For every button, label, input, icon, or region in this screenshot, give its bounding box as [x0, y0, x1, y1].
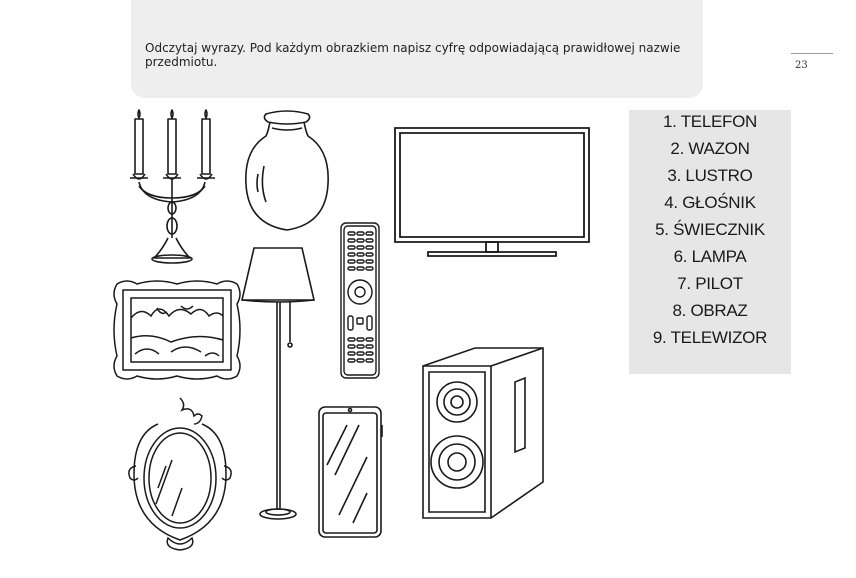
- word-item-8: 8. OBRAZ: [672, 301, 748, 320]
- word-item-1: 1. TELEFON: [663, 112, 757, 131]
- word-item-2: 2. WAZON: [670, 139, 750, 158]
- word-item-7: 7. PILOT: [677, 274, 743, 293]
- instruction-line-1: Odczytaj wyrazy. Pod każdym obrazkiem na…: [145, 41, 681, 55]
- vase-icon: [244, 110, 330, 232]
- candelabra-icon: [126, 108, 222, 268]
- page-number: 23: [795, 60, 808, 71]
- floor-lamp-icon: [240, 246, 316, 526]
- word-item-5: 5. ŚWIECZNIK: [655, 220, 765, 239]
- word-item-4: 4. GŁOŚNIK: [664, 193, 756, 212]
- instruction-box: Odczytaj wyrazy. Pod każdym obrazkiem na…: [131, 0, 703, 98]
- television-icon: [394, 126, 590, 260]
- page-number-rule: [791, 53, 833, 54]
- word-list-box: 1. TELEFON 2. WAZON 3. LUSTRO 4. GŁOŚNIK…: [629, 110, 791, 374]
- remote-control-icon: [340, 222, 382, 380]
- word-list: 1. TELEFON 2. WAZON 3. LUSTRO 4. GŁOŚNIK…: [629, 107, 791, 353]
- word-item-9: 9. TELEWIZOR: [652, 328, 768, 347]
- smartphone-icon: [317, 405, 385, 539]
- word-item-6: 6. LAMPA: [673, 247, 747, 266]
- mirror-icon: [128, 396, 240, 552]
- instruction-line-2: przedmiotu.: [145, 55, 218, 69]
- word-item-3: 3. LUSTRO: [667, 166, 753, 185]
- framed-picture-icon: [111, 278, 243, 382]
- instruction-text: Odczytaj wyrazy. Pod każdym obrazkiem na…: [145, 41, 705, 69]
- speaker-icon: [419, 346, 545, 520]
